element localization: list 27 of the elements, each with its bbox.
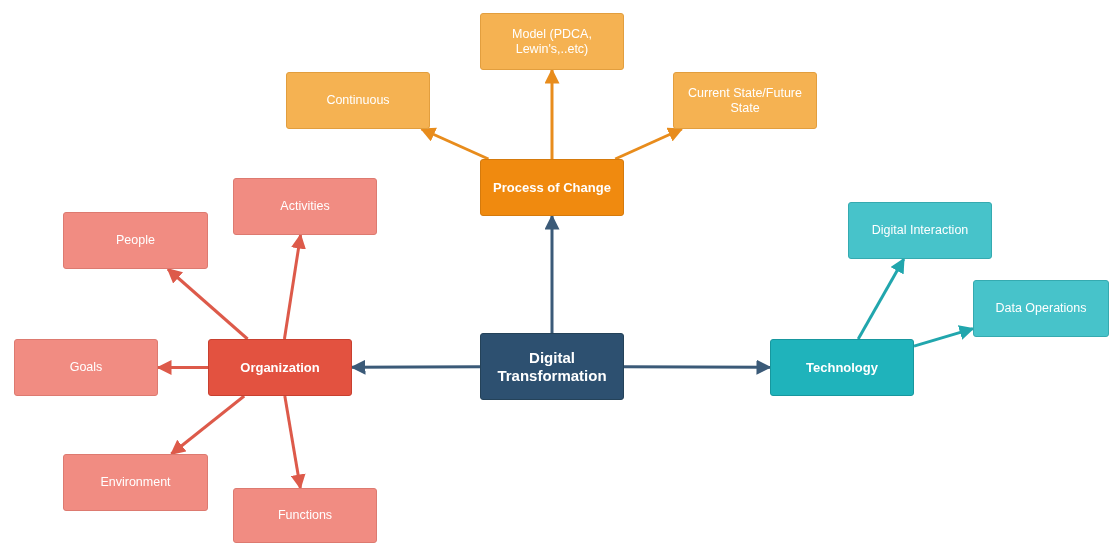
arrow	[856, 257, 906, 340]
subtopic-box: Activities	[233, 178, 377, 235]
subtopic-box: Current State/Future State	[673, 72, 817, 129]
arrow	[420, 127, 490, 161]
subtopic-box: Continuous	[286, 72, 430, 129]
subtopic-box: Digital Interaction	[848, 202, 992, 259]
topic-box: Process of Change	[480, 159, 624, 216]
arrow	[282, 233, 306, 340]
arrow	[166, 267, 249, 341]
topic-box: Organization	[208, 339, 352, 396]
subtopic-box: Model (PDCA, Lewin's,..etc)	[480, 13, 624, 70]
topic-box: Technology	[770, 339, 914, 396]
arrow	[624, 359, 772, 375]
subtopic-box: Functions	[233, 488, 377, 543]
subtopic-box: Environment	[63, 454, 208, 511]
arrow	[283, 395, 306, 490]
arrow	[156, 360, 208, 375]
arrow	[544, 68, 560, 159]
arrow	[614, 127, 684, 161]
arrow	[170, 394, 246, 456]
arrow	[913, 325, 975, 348]
main-topic-box: Digital Transformation	[480, 333, 624, 400]
subtopic-box: Goals	[14, 339, 158, 396]
arrow	[350, 359, 480, 375]
arrow	[544, 214, 560, 333]
subtopic-box: Data Operations	[973, 280, 1109, 337]
subtopic-box: People	[63, 212, 208, 269]
